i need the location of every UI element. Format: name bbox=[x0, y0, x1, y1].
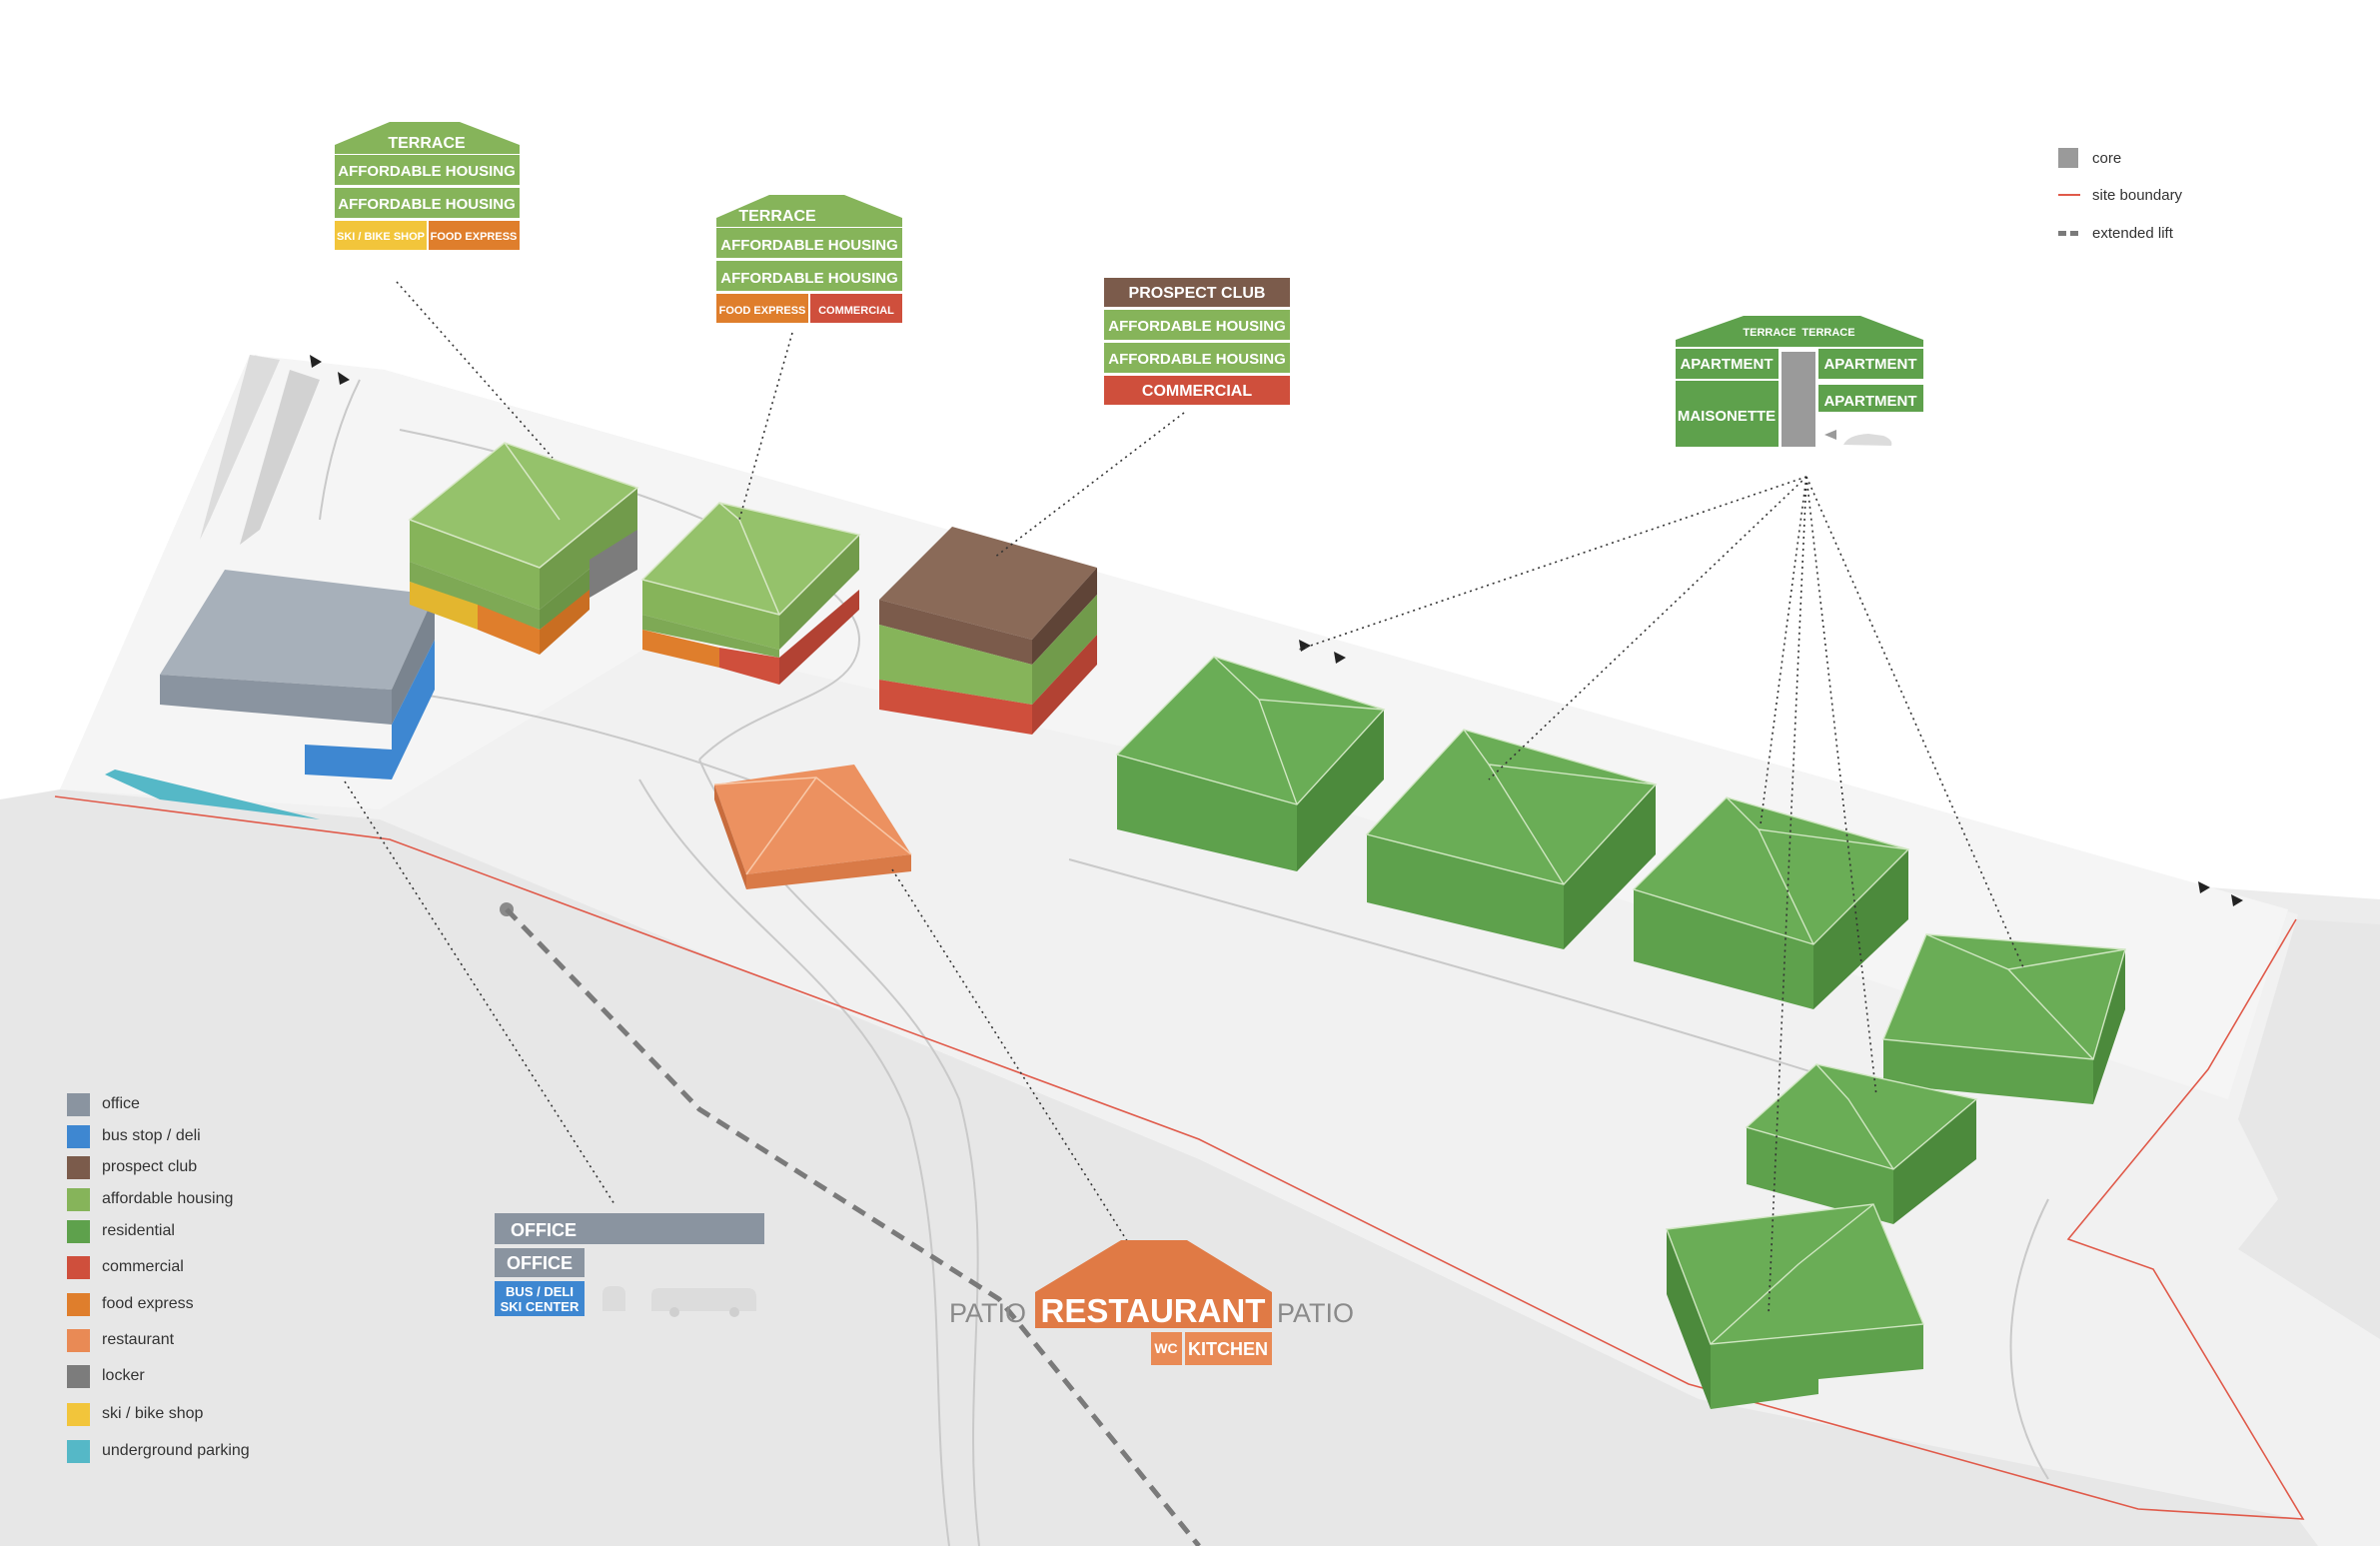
leader-lines bbox=[344, 281, 2024, 1315]
underground-parking bbox=[105, 770, 320, 819]
legend-swatch bbox=[67, 1155, 90, 1179]
section-restaurant-main: RESTAURANT bbox=[1041, 1292, 1266, 1329]
legend-label: food express bbox=[102, 1295, 194, 1312]
residential-building-2 bbox=[1365, 729, 1658, 949]
legend-swatch bbox=[67, 1124, 90, 1148]
building-a bbox=[408, 442, 639, 655]
legend-item: underground parking bbox=[67, 1439, 250, 1463]
section-d-apartment-left: APARTMENT bbox=[1680, 356, 1773, 373]
section-restaurant-patio-left: PATIO bbox=[949, 1298, 1026, 1328]
section-a-floor2: AFFORDABLE HOUSING bbox=[338, 163, 516, 180]
section-diagram-office bbox=[495, 1213, 764, 1317]
building-b bbox=[640, 502, 861, 685]
section-diagram-a bbox=[335, 122, 520, 250]
key-site-boundary: site boundary bbox=[2058, 185, 2182, 205]
legend-swatch bbox=[67, 1439, 90, 1463]
legend-item: food express bbox=[67, 1292, 194, 1316]
section-d-terrace-left: TERRACE bbox=[1743, 327, 1795, 339]
legend-item: residential bbox=[67, 1219, 175, 1243]
section-restaurant-kitchen: KITCHEN bbox=[1188, 1339, 1268, 1359]
section-b-terrace: TERRACE bbox=[738, 208, 816, 225]
legend-item: prospect club bbox=[67, 1155, 197, 1179]
legend-label: residential bbox=[102, 1222, 175, 1239]
legend-label: restaurant bbox=[102, 1331, 175, 1348]
key-extended-lift-label: extended lift bbox=[2092, 224, 2173, 242]
legend-label: bus stop / deli bbox=[102, 1127, 201, 1144]
residential-building-5 bbox=[1745, 1063, 1978, 1224]
building-c bbox=[879, 527, 1097, 735]
key-core-label: core bbox=[2092, 149, 2122, 167]
entrance-arrows bbox=[310, 355, 2243, 906]
legend-item: restaurant bbox=[67, 1328, 174, 1352]
section-d-maisonette: MAISONETTE bbox=[1678, 408, 1776, 425]
section-b-ground-left: FOOD EXPRESS bbox=[719, 305, 806, 317]
extended-lift-swatch bbox=[2058, 230, 2080, 236]
section-c-floor2: AFFORDABLE HOUSING bbox=[1108, 318, 1286, 335]
restaurant-building bbox=[713, 765, 912, 889]
residential-building-3 bbox=[1632, 796, 1910, 1009]
section-office-floor2: OFFICE bbox=[511, 1220, 577, 1240]
legend-label: prospect club bbox=[102, 1158, 198, 1175]
section-d-apartment-right-bottom: APARTMENT bbox=[1823, 393, 1916, 410]
legend-label: locker bbox=[102, 1367, 145, 1384]
section-c-ground: COMMERCIAL bbox=[1142, 383, 1252, 400]
legend-item: affordable housing bbox=[67, 1187, 233, 1211]
section-b-ground-right: COMMERCIAL bbox=[818, 305, 894, 317]
legend-item: office bbox=[67, 1092, 140, 1116]
legend-swatch bbox=[67, 1402, 90, 1426]
section-a-terrace: TERRACE bbox=[388, 135, 466, 152]
section-d-apartment-right-top: APARTMENT bbox=[1823, 356, 1916, 373]
section-diagram-d bbox=[1676, 316, 1923, 447]
legend-label: underground parking bbox=[102, 1442, 250, 1459]
section-office-ground-line1: BUS / DELI bbox=[506, 1284, 574, 1299]
section-office-floor1: OFFICE bbox=[507, 1253, 573, 1273]
section-c-top: PROSPECT CLUB bbox=[1129, 285, 1266, 302]
section-office-ground-line2: SKI CENTER bbox=[501, 1299, 580, 1314]
legend-item: commercial bbox=[67, 1255, 184, 1279]
legend-item: locker bbox=[67, 1364, 145, 1388]
legend-item: ski / bike shop bbox=[67, 1402, 203, 1426]
section-a-ground-right: FOOD EXPRESS bbox=[431, 231, 518, 243]
section-restaurant-patio-right: PATIO bbox=[1277, 1298, 1354, 1328]
section-a-floor1: AFFORDABLE HOUSING bbox=[338, 196, 516, 213]
legend-swatch bbox=[67, 1328, 90, 1352]
site-boundary-swatch bbox=[2058, 194, 2080, 196]
section-a-ground-left: SKI / BIKE SHOP bbox=[337, 231, 425, 243]
legend-swatch bbox=[67, 1292, 90, 1316]
core-swatch bbox=[2058, 148, 2078, 168]
section-d-terrace-right: TERRACE bbox=[1801, 327, 1854, 339]
legend-item: bus stop / deli bbox=[67, 1124, 201, 1148]
residential-building-1 bbox=[1115, 656, 1386, 871]
section-restaurant-wc: WC bbox=[1154, 1340, 1177, 1356]
section-c-floor1: AFFORDABLE HOUSING bbox=[1108, 351, 1286, 368]
site-boundary-line bbox=[54, 795, 2305, 1520]
residential-building-4 bbox=[1881, 933, 2126, 1104]
office-building bbox=[160, 570, 435, 779]
legend-swatch bbox=[67, 1187, 90, 1211]
legend-swatch bbox=[67, 1255, 90, 1279]
legend-swatch bbox=[67, 1364, 90, 1388]
legend-label: ski / bike shop bbox=[102, 1405, 204, 1422]
legend-swatch bbox=[67, 1092, 90, 1116]
key-core: core bbox=[2058, 148, 2121, 168]
legend-label: commercial bbox=[102, 1258, 184, 1275]
residential-building-6 bbox=[1666, 1203, 1925, 1409]
legend-label: affordable housing bbox=[102, 1190, 234, 1207]
parking-ramp bbox=[200, 355, 320, 545]
extended-lift-line bbox=[500, 902, 1201, 1546]
section-b-floor2: AFFORDABLE HOUSING bbox=[720, 237, 898, 254]
key-site-boundary-label: site boundary bbox=[2092, 186, 2183, 204]
section-diagram-b bbox=[716, 195, 902, 323]
key-extended-lift: extended lift bbox=[2058, 223, 2173, 243]
section-b-floor1: AFFORDABLE HOUSING bbox=[720, 270, 898, 287]
legend-label: office bbox=[102, 1095, 140, 1112]
legend-swatch bbox=[67, 1219, 90, 1243]
section-diagram-c bbox=[1104, 278, 1290, 405]
section-diagram-restaurant bbox=[1035, 1240, 1272, 1365]
